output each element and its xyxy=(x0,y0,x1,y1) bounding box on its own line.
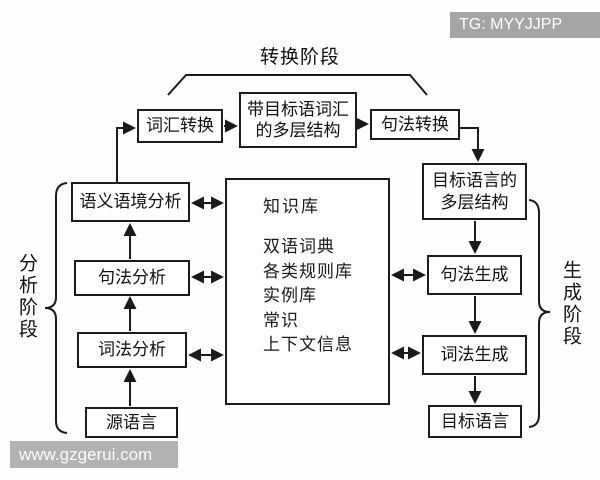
knowledge-base-list: 双语词典 各类规则库 实例库 常识 上下文信息 xyxy=(263,235,353,358)
box-knowledge-base: 知识库 双语词典 各类规则库 实例库 常识 上下文信息 xyxy=(225,178,390,405)
tg-badge: TG: MYYJJPP xyxy=(450,12,600,38)
kb-item-context-info: 上下文信息 xyxy=(263,335,353,354)
kb-item-example-base: 实例库 xyxy=(263,286,317,305)
kb-item-common-sense: 常识 xyxy=(263,310,299,330)
box-syntax-generation: 句法生成 xyxy=(427,255,522,295)
analysis-phase-label: 分析阶段 xyxy=(16,253,37,341)
box-syntax-transfer: 句法转换 xyxy=(370,109,460,140)
box-lexical-transfer: 词汇转换 xyxy=(137,109,223,143)
kb-item-bilingual-dictionary: 双语词典 xyxy=(263,237,335,256)
knowledge-base-title: 知识库 xyxy=(263,197,320,216)
box-target-vocab-structure: 带目标语词汇 的多层结构 xyxy=(239,92,357,148)
box-semantic-context-analysis: 语义语境分析 xyxy=(71,182,190,222)
transfer-phase-label: 转换阶段 xyxy=(259,47,340,68)
arrow-syntax-transfer-to-target-structure xyxy=(460,127,485,162)
site-watermark: www.gzgerui.com xyxy=(10,441,178,468)
box-target-language: 目标语言 xyxy=(428,405,522,438)
generation-phase-label: 生成阶段 xyxy=(560,260,581,348)
box-lexical-analysis: 词法分析 xyxy=(77,332,187,368)
box-lexical-generation: 词法生成 xyxy=(422,335,527,375)
arrow-semantic-to-lexical-transfer xyxy=(116,121,136,182)
kb-item-rule-bases: 各类规则库 xyxy=(263,261,353,281)
box-syntax-analysis: 句法分析 xyxy=(74,260,190,296)
generation-phase-brace xyxy=(528,199,551,428)
analysis-phase-brace xyxy=(44,182,68,434)
transfer-phase-bracket xyxy=(167,74,428,96)
box-source-language: 源语言 xyxy=(85,407,178,438)
box-target-language-structure: 目标语言的 多层结构 xyxy=(422,163,527,220)
